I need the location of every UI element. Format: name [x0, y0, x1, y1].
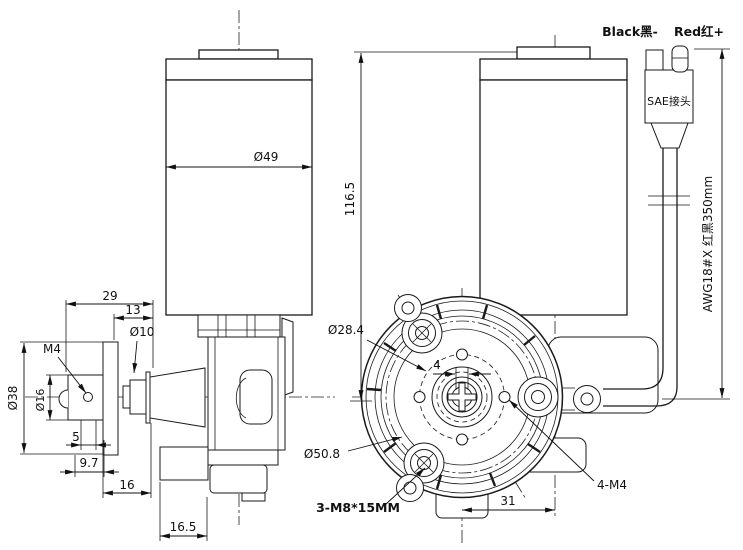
shaft-cross-slot — [447, 382, 477, 412]
side-bearing-boss — [129, 379, 147, 415]
side-flange-plate — [102, 341, 119, 456]
leader-m4-holes — [508, 399, 595, 482]
m4-holes — [413, 348, 511, 446]
label-dia49: Ø49 — [254, 150, 279, 164]
labels: Ø49 29 13 Ø10 M4 Ø38 Ø16 5 9.7 16 16.5 1… — [6, 24, 724, 534]
leader-dia50-8 — [347, 436, 403, 452]
leader-dia28-4 — [366, 339, 427, 372]
label-sae-connector: SAE接头 — [647, 95, 691, 108]
m8-boss-top-left — [401, 312, 443, 354]
front-motor-top-cap — [516, 46, 591, 60]
side-adapter-flange — [197, 314, 281, 338]
leader-dia10 — [132, 340, 138, 374]
front-view — [360, 46, 659, 519]
side-m4-screw-hole — [83, 392, 93, 402]
side-housing-step — [207, 449, 279, 466]
wire-black — [603, 148, 664, 390]
side-motor-top-cap — [198, 49, 279, 60]
side-bearing-step — [122, 385, 131, 409]
side-hub-dome — [58, 389, 69, 409]
center-boss-detail — [436, 371, 488, 423]
mount-ear-tabs — [394, 294, 601, 502]
front-motor-cap-band — [479, 58, 628, 81]
front-motor-body — [479, 79, 628, 316]
connector-cable-taper — [650, 122, 689, 149]
dimension-lines — [21, 49, 725, 539]
side-left-lug — [159, 446, 209, 481]
label-29: 29 — [102, 289, 117, 303]
label-9-7: 9.7 — [79, 456, 98, 470]
label-m4-holes: 4-M4 — [597, 478, 627, 492]
label-13: 13 — [125, 303, 140, 317]
label-16: 16 — [119, 478, 134, 492]
wire-red — [603, 148, 678, 407]
side-seal-plate — [145, 371, 151, 424]
label-31: 31 — [500, 494, 515, 508]
side-lower-block — [209, 464, 268, 494]
label-dia38: Ø38 — [6, 386, 20, 411]
side-motor-body — [165, 79, 313, 316]
side-worm-cover — [239, 369, 273, 425]
housing-vanes — [366, 304, 541, 490]
sae-connector-body — [644, 69, 694, 124]
m8-boss-right — [517, 376, 559, 418]
side-shaft-cone — [149, 367, 206, 428]
wire-break-symbol — [648, 195, 690, 206]
label-5: 5 — [72, 430, 80, 444]
side-view — [58, 49, 313, 502]
label-m4-thread: M4 — [43, 342, 61, 356]
wiring — [603, 45, 694, 407]
front-mount-plate-upper — [547, 336, 659, 414]
leader-m4 — [57, 356, 87, 394]
label-black-wire: Black黑- — [602, 24, 658, 39]
side-motor-cap-band — [165, 58, 313, 81]
connector-terminal-prong — [671, 45, 689, 73]
label-dia10: Ø10 — [130, 325, 155, 339]
side-foot — [241, 492, 266, 502]
label-116-5: 116.5 — [343, 182, 357, 216]
label-wire-spec: AWG18#X 红黑350mm — [700, 176, 715, 312]
label-4: 4 — [433, 358, 441, 372]
label-m8-bosses: 3-M8*15MM — [316, 500, 400, 515]
label-red-wire: Red红+ — [674, 24, 724, 39]
label-16-5: 16.5 — [170, 520, 197, 534]
connector-left-tab — [645, 49, 664, 71]
label-dia28-4: Ø28.4 — [328, 323, 364, 337]
label-dia50-8: Ø50.8 — [304, 447, 340, 461]
leader-m8-bosses — [384, 467, 426, 506]
label-dia16: Ø16 — [34, 389, 47, 412]
